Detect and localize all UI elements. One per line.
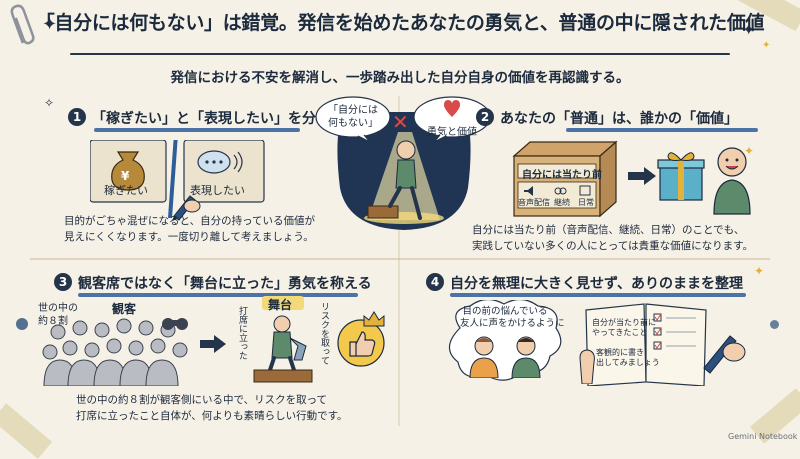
audience-crowd-illustration [42,318,188,386]
heading-underline [566,128,758,132]
audience-label: 観客 [112,302,137,316]
notebook-text: 客観的に書き 出してみましょう [596,348,660,367]
heading-underline [450,293,746,297]
section-heading: 観客席ではなく「舞台に立った」勇気を称える [78,276,372,292]
title-divider [70,53,730,55]
section-body: 世の中の約８割が観客側にいる中で、リスクを取って 打席に立ったこと自体が、何より… [76,394,348,422]
pen-icon [172,195,201,221]
sparkle-icon: ✦ [754,264,765,278]
section-divider [30,258,770,260]
bubble-left [315,96,391,143]
box-item-daily: 日常 [578,198,594,207]
binoculars-icon [162,318,188,330]
sparkle-icon: ✦ [42,14,58,35]
heading-underline [94,128,300,132]
thumbs-up-icon [337,319,385,367]
notebook-icon [585,303,707,386]
box-item-audio: 音声配信 [518,198,550,207]
happy-person-illustration [713,147,751,215]
arrow-icon [628,167,656,185]
section-divider [398,96,400,426]
bubble-right-text: 勇気と価値 [427,127,477,138]
section-heading: あなたの「普通」は、誰かの「価値」 [500,111,738,127]
page-title: 「自分には何もない」は錯覚。発信を始めたあなたの勇気と、普通の中に隠された価値 [35,12,765,34]
stage-label-text: 舞台 [268,298,293,312]
ink-splat [770,320,779,329]
brave-performer-illustration [253,315,313,383]
sparkle-icon: ✦ [744,144,755,158]
watermark: Gemini Notebook [728,432,798,441]
paperclip-icon [10,4,35,45]
hand-illustration [579,349,595,384]
ink-splat [16,318,28,330]
svg-text:¥: ¥ [121,169,130,183]
section-heading: 「稼ぎたい」と「表現したい」を分ける [92,111,344,127]
heart-icon [444,100,460,117]
box-item-continue: 継続 [554,198,570,207]
box-icon [512,140,618,218]
bubble-right [413,96,491,143]
arrow-icon [200,335,226,353]
notebook-text: 自分が当たり前に やってきたこと [592,318,656,337]
section-number: 1 [68,108,86,126]
bubble-left-text: 「自分には 何もない」 [328,105,378,129]
label-earn: 稼ぎたい [104,184,148,197]
x-icon: ✕ [392,110,409,134]
bubble-text: 目の前の悩んでいる 友人に声をかけるように [460,306,565,329]
section-number: 3 [54,273,72,291]
stage-label [262,296,304,310]
crown-icon [363,311,385,327]
stage-right-note: リスクを取って [319,302,329,365]
sparkle-icon: ✦ [742,20,756,39]
page-subtitle: 発信における不安を解消し、一歩踏み出した自分自身の価値を再認識する。 [170,70,630,86]
pen-icon [703,335,746,374]
section-body: 自分には当たり前（音声配信、継続、日常）のことでも、 実践していない多くの人にと… [472,224,754,252]
box-label: 自分には当たり前 [522,170,602,181]
section-body: 目的がごちゃ混ぜになると、自分の持っている価値が 見えにくくなります。一度切り離… [64,215,316,243]
stage-left-note: 打席に立った [237,306,247,360]
section-number: 2 [476,108,494,126]
sparkle-icon: ✦ [762,40,771,51]
speech-bubble-icon [197,150,243,174]
tape-bottom-left [0,403,53,459]
money-bag-icon: ¥ [111,151,145,191]
money-vs-expression-illustration: ¥ [90,140,265,219]
audience-note: 世の中の 約８割 [38,303,78,327]
sparkle-icon: ✧ [44,96,55,110]
label-express: 表現したい [190,184,245,197]
heading-underline [78,293,358,297]
friends-talking-illustration [469,336,541,378]
section-heading: 自分を無理に大きく見せず、ありのままを整理 [450,276,744,292]
stage-spotlight-illustration [337,112,471,230]
gift-icon [657,152,705,201]
section-number: 4 [426,273,444,291]
